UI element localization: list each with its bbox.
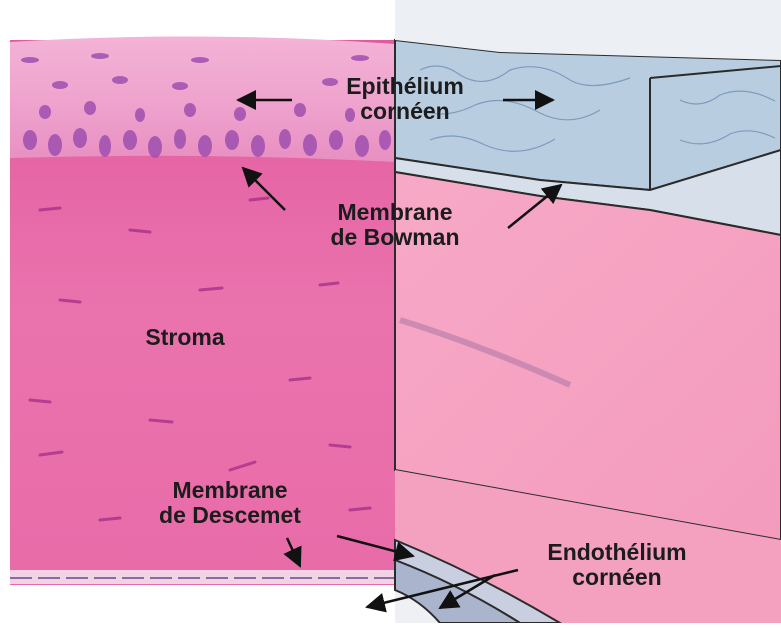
label-bowman: Membrane de Bowman <box>290 200 500 250</box>
label-stroma: Stroma <box>115 325 255 350</box>
label-descemet-line1: Membrane <box>125 478 335 503</box>
label-stroma-line1: Stroma <box>115 325 255 350</box>
label-epithelium-line1: Epithélium <box>318 74 492 99</box>
label-epithelium-line2: cornéen <box>318 99 492 124</box>
label-bowman-line1: Membrane <box>290 200 500 225</box>
label-endothelium: Endothélium cornéen <box>522 540 712 590</box>
label-descemet: Membrane de Descemet <box>125 478 335 528</box>
label-bowman-line2: de Bowman <box>290 225 500 250</box>
label-endothelium-line1: Endothélium <box>522 540 712 565</box>
label-descemet-line2: de Descemet <box>125 503 335 528</box>
label-epithelium: Epithélium cornéen <box>318 74 492 124</box>
label-endothelium-line2: cornéen <box>522 565 712 590</box>
